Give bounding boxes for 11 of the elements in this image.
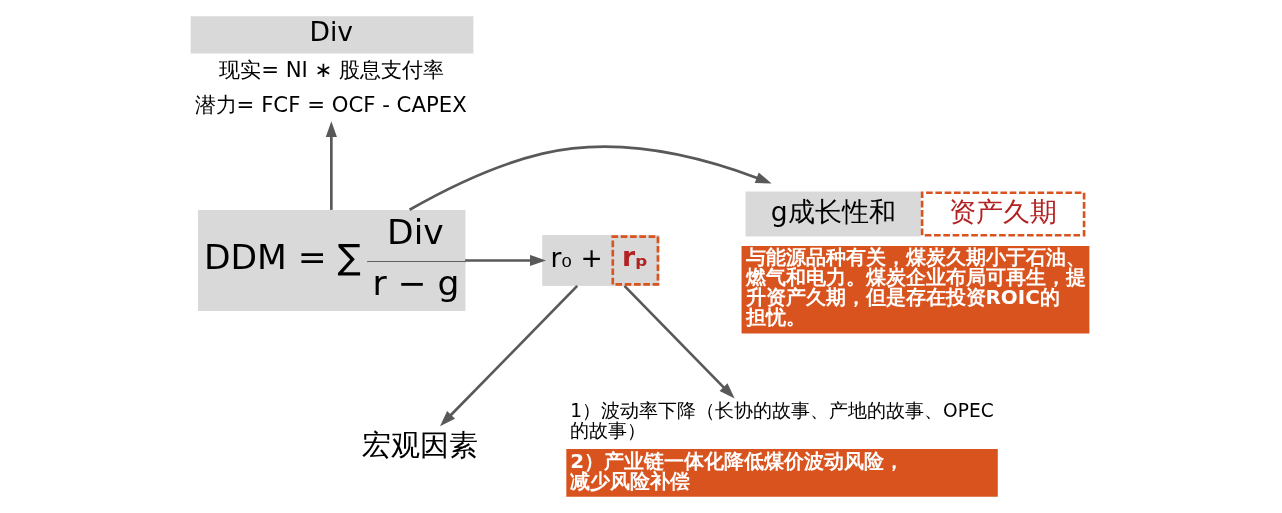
node-box: 2）产业链一体化降低煤价波动风险，减少风险补偿 [566,449,998,497]
arrow [408,145,772,211]
arrow [325,121,337,210]
node-label: 现实= NI ∗ 股息支付率 [219,57,445,83]
arrow [465,254,546,267]
node-box: Div [190,16,474,54]
arrow [439,285,579,427]
node-text: 宏观因素 [361,428,478,463]
arrow [623,285,735,399]
node-label: 1）波动率下降（长协的故事、产地的故事、OPEC的故事） [570,400,994,442]
node-label: 潜力= FCF = OCF - CAPEX [194,91,467,117]
